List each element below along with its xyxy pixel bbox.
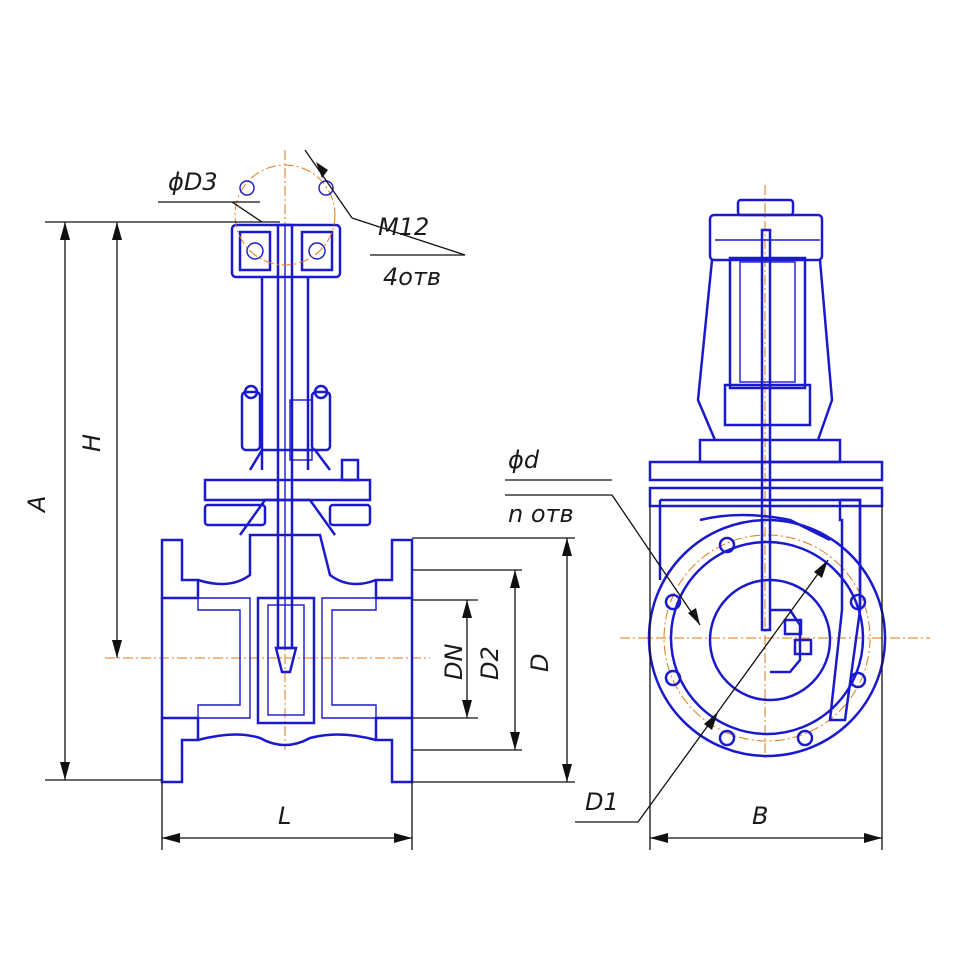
side-yoke — [696, 259, 834, 441]
label-holes-n: n отв — [508, 500, 574, 528]
label-dim-b: B — [752, 802, 768, 830]
label-dim-d1: D1 — [585, 788, 619, 816]
bonnet-flange — [203, 478, 372, 502]
label-dim-d2: D2 — [476, 646, 504, 680]
label-m12: M12 — [378, 213, 429, 241]
front-view: ϕD3 M12 4отв A H DN D2 — [23, 149, 575, 850]
side-view: ϕd n отв D1 B — [505, 185, 930, 850]
side-bonnet-flange — [648, 460, 884, 482]
top-nut — [230, 223, 342, 279]
gate-wedge — [256, 596, 316, 725]
label-dim-l: L — [278, 802, 291, 830]
label-dim-dn: DN — [440, 644, 468, 680]
label-holes-4: 4отв — [383, 263, 441, 291]
right-flange — [374, 538, 414, 600]
label-dia-d: ϕd — [508, 446, 540, 474]
label-dim-d: D — [526, 654, 554, 672]
label-dim-h: H — [78, 434, 106, 452]
label-dim-a: A — [23, 496, 51, 514]
left-flange — [160, 538, 200, 600]
yoke — [260, 278, 310, 470]
side-top-cap — [708, 213, 824, 262]
valve-body — [197, 533, 377, 586]
side-flange — [647, 518, 887, 758]
label-dia-d3: ϕD3 — [168, 168, 218, 196]
